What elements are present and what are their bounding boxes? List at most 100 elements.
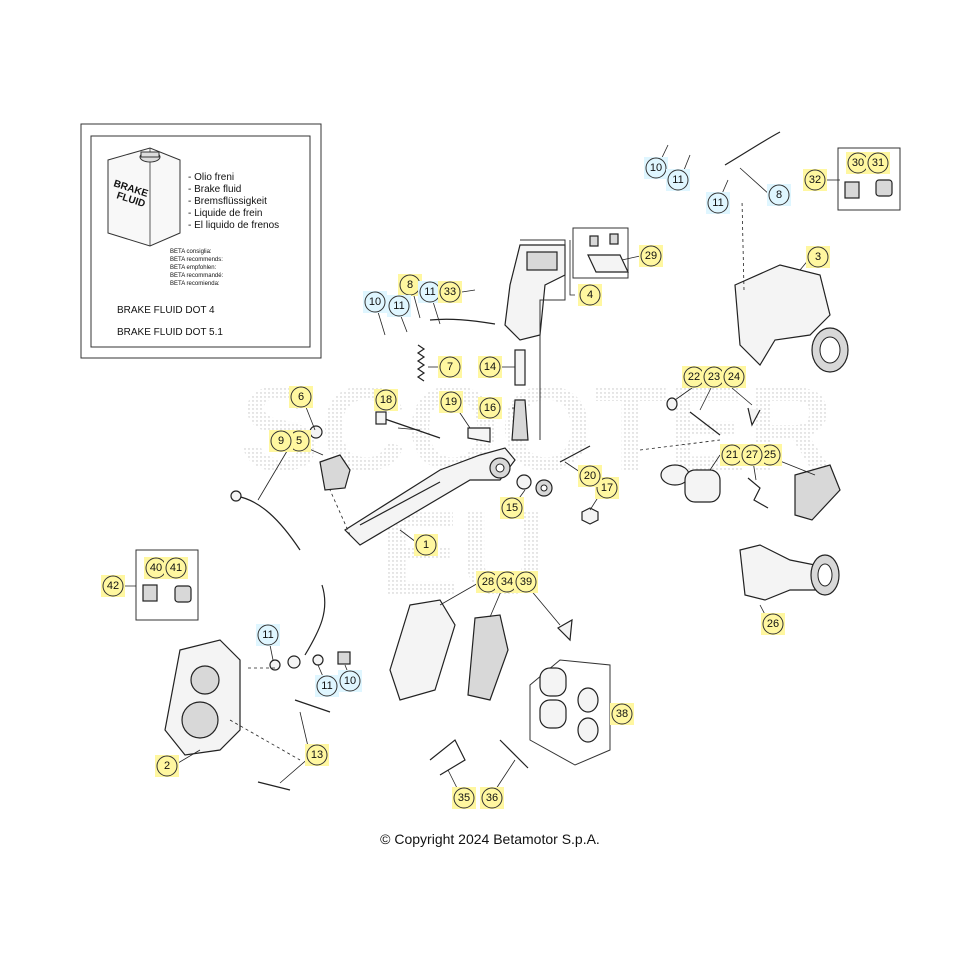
callout-8-hose[interactable]: 8 [398, 274, 422, 296]
callout-label: 19 [445, 396, 457, 408]
callout-41[interactable]: 41 [164, 557, 188, 579]
callout-label: 33 [444, 286, 456, 298]
callout-8-hose-top[interactable]: 8 [767, 184, 791, 206]
recommend-line: BETA recommandé: [170, 273, 224, 279]
callout-15[interactable]: 15 [500, 497, 524, 519]
piston-kit-part [529, 659, 611, 766]
callout-label: 5 [296, 435, 302, 447]
callout-11-b[interactable]: 11 [418, 281, 442, 303]
front-brake-hose-part [304, 584, 326, 656]
callout-21[interactable]: 21 [720, 444, 744, 466]
callout-6[interactable]: 6 [289, 386, 313, 408]
callout-38[interactable]: 38 [610, 703, 634, 725]
small-hardware [516, 445, 599, 525]
callout-11-e[interactable]: 11 [256, 624, 280, 646]
callout-label: 23 [708, 371, 720, 383]
reservoir-cover-part [587, 233, 629, 273]
callout-label: 10 [650, 162, 662, 174]
callout-32[interactable]: 32 [803, 169, 827, 191]
callout-label: 31 [872, 157, 884, 169]
callout-39[interactable]: 39 [514, 571, 538, 593]
callout-10-b[interactable]: 10 [644, 157, 668, 179]
callout-4[interactable]: 4 [578, 284, 602, 306]
callout-label: 3 [815, 251, 821, 263]
callout-7[interactable]: 7 [438, 356, 462, 378]
callout-9[interactable]: 9 [269, 430, 293, 452]
callout-22[interactable]: 22 [682, 366, 706, 388]
callout-label: 1 [423, 539, 429, 551]
brake-fluid-can-icon: BRAKE FLUID [107, 147, 181, 247]
callout-34[interactable]: 34 [495, 571, 519, 593]
callout-label: 41 [170, 562, 182, 574]
callout-label: 20 [584, 470, 596, 482]
callouts: 1 2 3 4 5 6 7 8 8 9 10 10 10 11 11 11 11… [101, 152, 890, 809]
callout-label: 15 [506, 502, 518, 514]
callout-24[interactable]: 24 [722, 366, 746, 388]
bolt-part [375, 411, 441, 439]
recommend-line: BETA recommends: [170, 257, 223, 263]
callout-42[interactable]: 42 [101, 575, 125, 597]
recommend-line: BETA empfohlen: [170, 265, 217, 271]
callout-2[interactable]: 2 [155, 755, 179, 777]
front-caliper-bracket-part [389, 599, 456, 701]
callout-26[interactable]: 26 [761, 613, 785, 635]
callout-label: 11 [712, 197, 723, 209]
callout-label: 27 [746, 449, 758, 461]
callout-label: 24 [728, 371, 740, 383]
callout-label: 34 [501, 576, 513, 588]
callout-28[interactable]: 28 [476, 571, 500, 593]
brake-cable-part [230, 490, 301, 551]
callout-label: 42 [107, 580, 119, 592]
callout-1[interactable]: 1 [414, 534, 438, 556]
spring-part [416, 344, 426, 382]
front-pad-pin-part [499, 739, 529, 769]
callout-label: 21 [726, 449, 738, 461]
recommend-line: BETA consiglia: [170, 249, 212, 255]
callout-10-a[interactable]: 10 [363, 291, 387, 313]
callout-label: 11 [262, 629, 273, 641]
callout-36[interactable]: 36 [480, 787, 504, 809]
callout-label: 38 [616, 708, 628, 720]
callout-label: 8 [407, 279, 413, 291]
callout-label: 13 [311, 749, 323, 761]
callout-18[interactable]: 18 [374, 389, 398, 411]
callout-19[interactable]: 19 [439, 391, 463, 413]
callout-10-c[interactable]: 10 [338, 670, 362, 692]
callout-33[interactable]: 33 [438, 281, 462, 303]
callout-14[interactable]: 14 [478, 356, 502, 378]
callout-label: 22 [688, 371, 700, 383]
brake-fluid-legend: BRAKE FLUID - Olio freni - Brake fluid -… [80, 123, 322, 359]
callout-16[interactable]: 16 [478, 397, 502, 419]
callout-23[interactable]: 23 [702, 366, 726, 388]
callout-30[interactable]: 30 [846, 152, 870, 174]
front-pad-spring-part [429, 739, 466, 776]
fluid-name: - Olio freni [188, 172, 234, 183]
callout-31[interactable]: 31 [866, 152, 890, 174]
callout-label: 10 [344, 675, 356, 687]
callout-27[interactable]: 27 [740, 444, 764, 466]
fluid-names-list: - Olio freni - Brake fluid - Bremsflüssi… [188, 172, 279, 231]
callout-11-a[interactable]: 11 [387, 295, 411, 317]
callout-label: 40 [150, 562, 162, 574]
fluid-name: - Liquide de frein [188, 208, 263, 219]
brake-pedal-part [344, 447, 516, 546]
callout-13[interactable]: 13 [305, 744, 329, 766]
rear-pads-part [794, 464, 841, 521]
callout-label: 14 [484, 361, 496, 373]
callout-label: 36 [486, 792, 498, 804]
fluid-name: - El liquido de frenos [188, 220, 279, 231]
callout-label: 32 [809, 174, 821, 186]
caliper-pins-part [666, 397, 761, 436]
callout-label: 26 [767, 618, 779, 630]
callout-20[interactable]: 20 [578, 465, 602, 487]
callout-35[interactable]: 35 [452, 787, 476, 809]
callout-11-c[interactable]: 11 [666, 169, 690, 191]
callout-11-d[interactable]: 11 [706, 192, 730, 214]
callout-29[interactable]: 29 [639, 245, 663, 267]
callout-3[interactable]: 3 [806, 246, 830, 268]
fluid-name: - Bremsflüssigkeit [188, 196, 267, 207]
caliper-bolts-part [257, 699, 331, 791]
callout-11-f[interactable]: 11 [315, 675, 339, 697]
callout-40[interactable]: 40 [144, 557, 168, 579]
bracket-part [467, 427, 491, 443]
